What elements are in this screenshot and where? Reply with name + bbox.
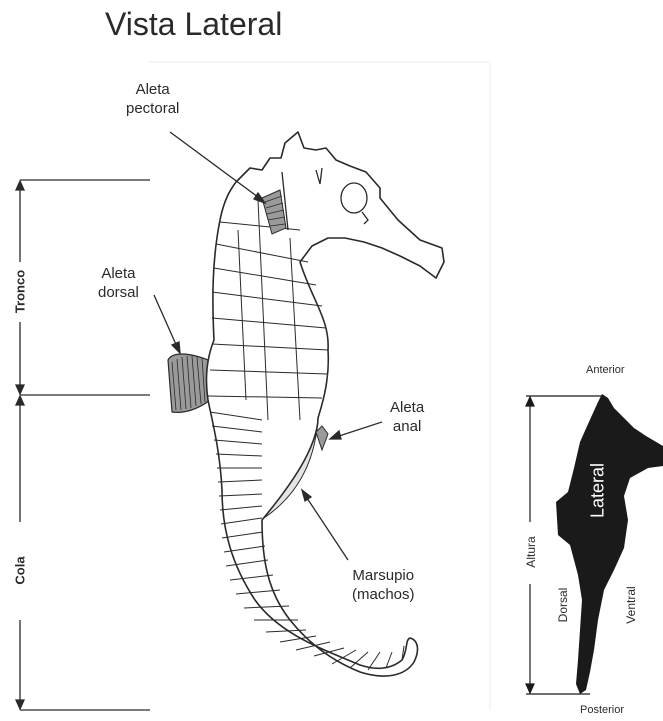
orientation-dorsal: Dorsal	[556, 582, 570, 628]
orientation-ventral: Ventral	[624, 580, 638, 630]
orientation-posterior: Posterior	[580, 704, 624, 716]
orientation-diagram	[526, 394, 663, 694]
label-dorsal-line1: Aleta	[98, 264, 139, 283]
orientation-altura: Altura	[524, 529, 538, 575]
label-pectoral-line1: Aleta	[126, 80, 179, 99]
seahorse-silhouette	[556, 394, 663, 694]
label-anal-fin: Aleta anal	[390, 398, 424, 436]
section-label-tronco: Tronco	[13, 266, 28, 318]
anal-fin	[316, 426, 328, 450]
label-pectoral-line2: pectoral	[126, 99, 179, 118]
label-dorsal-fin: Aleta dorsal	[98, 264, 139, 302]
orientation-anterior: Anterior	[586, 364, 625, 376]
label-anal-line2: anal	[390, 417, 424, 436]
orientation-lateral: Lateral	[588, 458, 609, 524]
label-marsupio: Marsupio (machos)	[352, 566, 415, 604]
label-dorsal-line2: dorsal	[98, 283, 139, 302]
section-label-cola: Cola	[13, 551, 28, 591]
dorsal-fin	[168, 354, 210, 412]
label-marsupio-line1: Marsupio	[352, 566, 415, 585]
label-marsupio-line2: (machos)	[352, 585, 415, 604]
label-pectoral-fin: Aleta pectoral	[126, 80, 179, 118]
label-anal-line1: Aleta	[390, 398, 424, 417]
section-bracket	[16, 180, 150, 710]
